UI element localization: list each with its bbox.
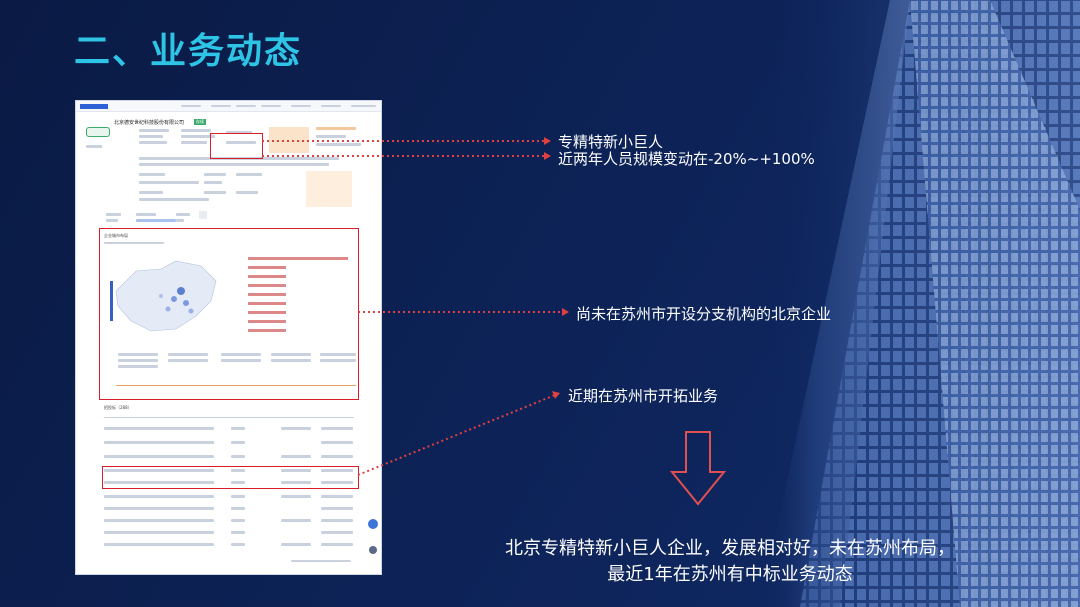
bids-section-title: 招投标（288） [104, 405, 132, 410]
timeline-axis [116, 385, 356, 386]
annotation-no-suzhou-branch: 尚未在苏州市开设分支机构的北京企业 [576, 305, 832, 323]
chat-icon[interactable] [368, 519, 378, 529]
slide-title: 二、业务动态 [74, 31, 303, 72]
app-logo [80, 104, 108, 109]
map-section-title: 企业城市布局 [104, 233, 128, 238]
conclusion-line-1: 北京专精特新小巨人企业，发展相对好，未在苏州布局， [505, 538, 955, 559]
annotation-staff-change: 近两年人员规模变动在-20%~+100% [558, 150, 815, 168]
embedded-app-screenshot: 北京德安世纪科技股份有限公司 存续 [75, 100, 382, 575]
company-name: 北京德安世纪科技股份有限公司 [114, 120, 185, 126]
status-badge: 存续 [194, 119, 206, 125]
conclusion-text: 北京专精特新小巨人企业，发展相对好，未在苏州布局， 最近1年在苏州有中标业务动态 [440, 536, 1020, 588]
highlight-box-bids [102, 466, 359, 489]
highlight-box-talent [210, 133, 263, 159]
annotation-suzhou-business: 近期在苏州市开拓业务 [568, 387, 719, 405]
info-highlight [306, 171, 352, 207]
company-logo [86, 127, 110, 137]
conclusion-line-2: 最近1年在苏州有中标业务动态 [607, 564, 853, 585]
annotation-little-giant: 专精特新小巨人 [558, 133, 664, 151]
skyscraper-background-image [760, 0, 1080, 607]
china-distribution-map [110, 260, 217, 332]
highlight-box-map [99, 228, 359, 400]
scroll-top-icon[interactable] [369, 546, 377, 554]
down-arrow-icon [669, 431, 727, 506]
small-button[interactable] [199, 211, 207, 219]
